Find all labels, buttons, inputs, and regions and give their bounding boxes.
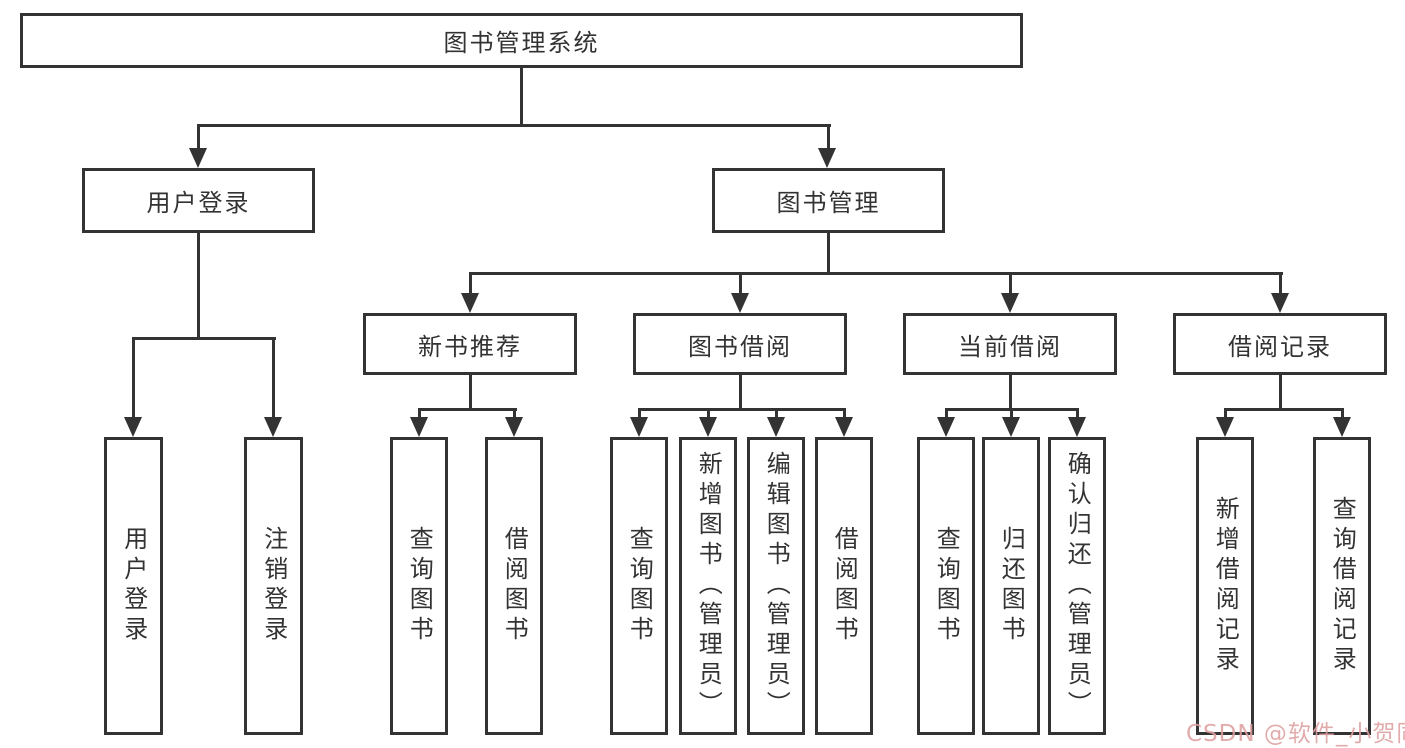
arrowhead: [124, 417, 142, 437]
line: [469, 375, 472, 411]
node-user-login: 用户登录: [82, 168, 315, 233]
leaf-records-add-record: 新增借阅记录: [1196, 437, 1254, 735]
arrowhead: [189, 148, 207, 168]
arrowhead: [731, 293, 749, 313]
line: [1279, 375, 1282, 411]
arrowhead: [818, 148, 836, 168]
arrowhead: [937, 417, 955, 437]
line: [418, 408, 421, 420]
line: [197, 124, 831, 127]
line: [1076, 408, 1079, 420]
line: [843, 408, 846, 420]
leaf-current-query-books: 查询图书: [917, 437, 975, 735]
leaf-borrow-borrow-books: 借阅图书: [815, 437, 873, 735]
arrowhead: [835, 417, 853, 437]
leaf-records-query-record: 查询借阅记录: [1313, 437, 1371, 735]
leaf-current-return-books: 归还图书: [982, 437, 1040, 735]
line: [418, 408, 517, 411]
leaf-logout: 注销登录: [244, 437, 303, 735]
line: [197, 124, 200, 152]
line: [1224, 408, 1227, 420]
node-borrowing-records: 借阅记录: [1173, 313, 1387, 375]
arrowhead: [1001, 293, 1019, 313]
arrowhead: [264, 417, 282, 437]
leaf-user-login: 用户登录: [104, 437, 163, 735]
line: [272, 337, 275, 420]
line: [739, 272, 742, 297]
leaf-current-confirm-return-admin: 确认归还（管理员）: [1048, 437, 1106, 735]
line: [520, 68, 523, 127]
line: [132, 337, 135, 420]
csdn-watermark: CSDN @软件_小贺同学: [1186, 721, 1405, 747]
line: [469, 272, 472, 297]
arrowhead: [1068, 417, 1086, 437]
node-new-book-recommendation: 新书推荐: [363, 313, 577, 375]
line: [638, 408, 846, 411]
line: [739, 375, 742, 411]
leaf-borrow-edit-books-admin: 编辑图书（管理员）: [747, 437, 805, 735]
arrowhead: [410, 417, 428, 437]
line: [1224, 408, 1344, 411]
arrowhead: [1333, 417, 1351, 437]
line: [827, 233, 830, 275]
arrowhead: [1271, 293, 1289, 313]
arrowhead: [767, 417, 785, 437]
line: [775, 408, 778, 420]
node-root: 图书管理系统: [20, 13, 1023, 68]
line: [132, 337, 276, 340]
arrowhead: [1002, 417, 1020, 437]
line: [945, 408, 948, 420]
node-current-borrowing: 当前借阅: [903, 313, 1117, 375]
arrowhead: [699, 417, 717, 437]
line: [197, 233, 200, 340]
arrowhead: [1216, 417, 1234, 437]
line: [1279, 272, 1282, 297]
arrowhead: [505, 417, 523, 437]
arrowhead: [630, 417, 648, 437]
arrowhead: [461, 293, 479, 313]
line: [469, 272, 1283, 275]
line: [1009, 272, 1012, 297]
line: [827, 124, 830, 152]
line: [1341, 408, 1344, 420]
line: [513, 408, 516, 420]
node-book-management: 图书管理: [712, 168, 945, 233]
line: [1010, 408, 1013, 420]
leaf-borrow-add-books-admin: 新增图书（管理员）: [679, 437, 737, 735]
line: [707, 408, 710, 420]
leaf-recommend-borrow-books: 借阅图书: [485, 437, 543, 735]
leaf-recommend-query-books: 查询图书: [390, 437, 448, 735]
line: [1009, 375, 1012, 411]
leaf-borrow-query-books: 查询图书: [610, 437, 668, 735]
node-book-borrowing: 图书借阅: [633, 313, 847, 375]
line: [638, 408, 641, 420]
